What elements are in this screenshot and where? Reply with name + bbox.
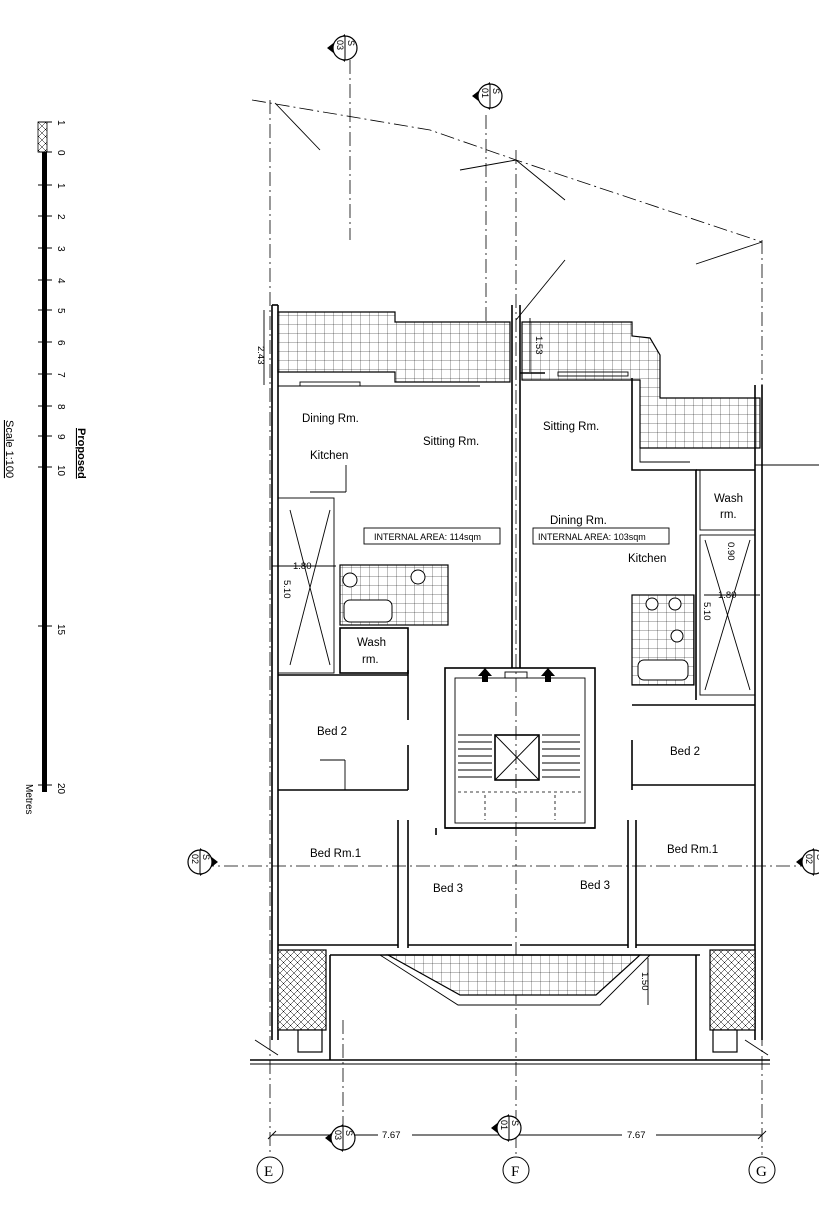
dim-153: 1.53 <box>533 336 544 355</box>
scale-title: Scale 1:100 <box>3 420 15 478</box>
scale-label-1: 0 <box>55 150 66 156</box>
scale-label-12: 15 <box>55 624 66 636</box>
section-letter: S <box>510 1120 520 1126</box>
room-dining-left: Dining Rm. <box>302 413 359 425</box>
room-sitting-left: Sitting Rm. <box>423 436 479 448</box>
dim-510-left: 5.10 <box>281 580 292 599</box>
room-wash-left: Wash <box>357 637 386 649</box>
room-bed2-right: Bed 2 <box>670 746 700 758</box>
grid-bubble-g <box>748 1156 776 1184</box>
scale-label-9: 8 <box>55 404 66 410</box>
room-kitchen-right: Kitchen <box>628 553 666 565</box>
drawing-title: Proposed <box>75 428 87 479</box>
section-marker-s01-bottom: S 01 <box>491 1114 522 1142</box>
up-arrow-icon <box>478 668 492 682</box>
scale-bar-body <box>42 122 47 792</box>
scale-unit-label: Metres <box>23 784 34 815</box>
scale-label-13: 20 <box>55 783 66 795</box>
area-left: INTERNAL AREA: 114sqm <box>374 532 481 542</box>
section-letter: S <box>346 40 356 46</box>
site-boundary <box>251 99 763 321</box>
dim-180-right: 1.80 <box>718 590 737 601</box>
room-bed1-left: Bed Rm.1 <box>310 848 361 860</box>
up-arrow-icon-2 <box>541 668 555 682</box>
section-number: 03 <box>335 40 345 50</box>
scale-label-6: 5 <box>55 308 66 314</box>
front-terrace <box>277 311 761 449</box>
section-letter: S <box>815 854 819 860</box>
grid-bubble-e <box>256 1156 284 1184</box>
stair-treads-left <box>458 734 492 778</box>
dim-767-right: 7.67 <box>627 1130 646 1141</box>
scale-label-0: 1 <box>55 120 66 126</box>
room-bed1-right: Bed Rm.1 <box>667 844 718 856</box>
dim-243: 2.43 <box>255 346 266 365</box>
room-labels-right: Sitting Rm. Dining Rm. INTERNAL AREA: 10… <box>532 421 743 892</box>
section-number: 01 <box>480 88 490 98</box>
scale-bar: 1 0 1 2 3 4 5 6 7 8 9 10 15 20 Metres Pr… <box>3 120 87 815</box>
scale-label-4: 3 <box>55 246 66 252</box>
area-right: INTERNAL AREA: 103sqm <box>538 532 646 542</box>
dim-180-left: 1.80 <box>293 561 312 572</box>
room-kitchen-left: Kitchen <box>310 450 348 462</box>
scale-label-2: 1 <box>55 183 66 189</box>
rear-balcony <box>250 949 770 1065</box>
stair-arrows <box>478 668 555 682</box>
dim-150: 1.50 <box>639 972 650 991</box>
area-box-left <box>363 527 501 545</box>
section-number: 03 <box>333 1130 343 1140</box>
area-box-right <box>532 527 670 545</box>
room-bed3-left: Bed 3 <box>433 883 463 895</box>
grid-label-g: G <box>756 1164 767 1180</box>
section-marker-s02-right: S 02 <box>796 848 819 876</box>
section-marker-s03-top: S 03 <box>327 34 358 62</box>
section-marker-s02-left: S 02 <box>187 848 218 876</box>
grid-bubbles: E F G <box>256 1156 776 1184</box>
room-labels-left: Dining Rm. Sitting Rm. Kitchen INTERNAL … <box>302 413 501 895</box>
scale-label-11: 10 <box>55 465 66 477</box>
section-marker-s01-top: S 01 <box>472 82 503 110</box>
section-marker-s03-bottom: S 03 <box>325 1124 356 1152</box>
grid-bubble-f <box>502 1156 530 1184</box>
dim-510-right: 5.10 <box>701 602 712 621</box>
scale-label-3: 2 <box>55 214 66 220</box>
building-walls <box>271 304 819 1040</box>
section-letter: S <box>201 854 211 860</box>
grid-label-e: E <box>264 1164 273 1180</box>
scale-label-7: 6 <box>55 340 66 346</box>
scale-label-5: 4 <box>55 278 66 284</box>
section-letter: S <box>491 88 501 94</box>
room-wash-right: Wash <box>714 493 743 505</box>
room-sitting-right: Sitting Rm. <box>543 421 599 433</box>
section-number: 02 <box>804 854 814 864</box>
room-wash-left-2: rm. <box>362 654 379 666</box>
dim-767-left: 7.67 <box>382 1130 401 1141</box>
room-dining-right: Dining Rm. <box>550 515 607 527</box>
section-number: 02 <box>190 854 200 864</box>
grid-label-f: F <box>511 1164 519 1180</box>
scale-label-10: 9 <box>55 434 66 440</box>
section-letter: S <box>344 1130 354 1136</box>
scale-label-8: 7 <box>55 372 66 378</box>
stair-treads-right <box>542 734 580 778</box>
section-number: 01 <box>499 1120 509 1130</box>
dim-090: 0.90 <box>725 542 736 561</box>
room-bed3-right: Bed 3 <box>580 880 610 892</box>
room-wash-right-2: rm. <box>720 509 737 521</box>
room-bed2-left: Bed 2 <box>317 726 347 738</box>
